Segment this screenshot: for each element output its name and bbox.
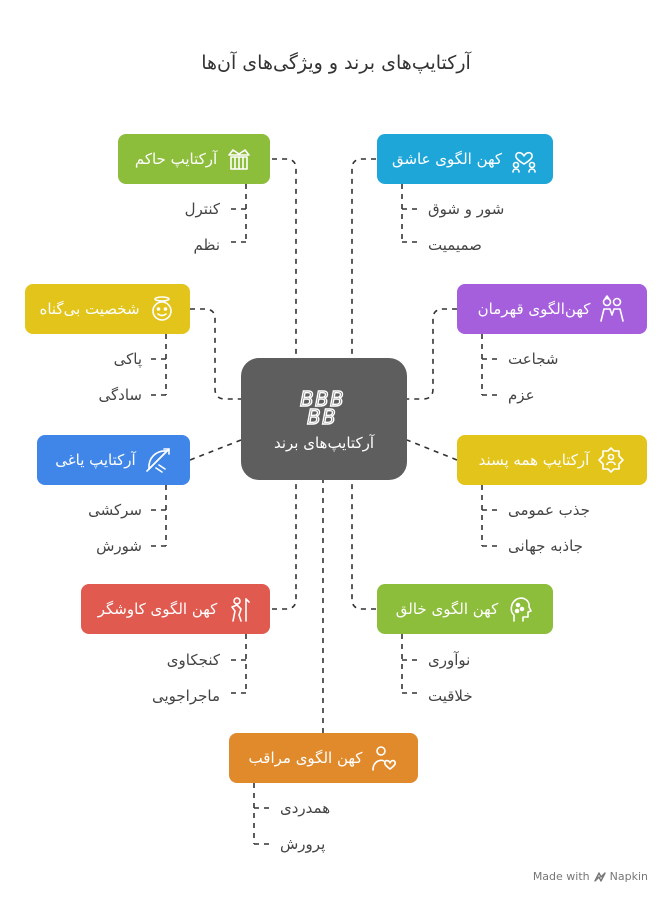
trait-rebel-1: سرکشی	[88, 501, 142, 519]
hero-couple-icon	[598, 295, 626, 323]
lovers-icon	[510, 145, 538, 173]
trait-caregiver-2: پرورش	[280, 835, 326, 853]
node-everyman: آرکتایپ همه پسند	[457, 435, 647, 485]
node-label: کهن‌الگوی قهرمان	[477, 300, 591, 318]
node-rebel: آرکتایپ یاغی	[37, 435, 190, 485]
crown-ruler-icon	[225, 145, 253, 173]
trait-ruler-1: کنترل	[184, 200, 220, 218]
creator-head-icon	[506, 595, 534, 623]
trait-hero-2: عزم	[508, 386, 535, 404]
node-hero: کهن‌الگوی قهرمان	[457, 284, 647, 334]
trait-lover-1: شور و شوق	[428, 200, 505, 218]
node-label: کهن الگوی خالق	[395, 600, 499, 618]
trait-innocent-2: سادگی	[98, 386, 142, 404]
napkin-brand-text: Napkin	[609, 870, 648, 883]
node-ruler: آرکتایپ حاکم	[118, 134, 270, 184]
connector-line	[253, 783, 270, 845]
connector-line	[272, 158, 297, 358]
explorer-icon	[225, 595, 253, 623]
connector-line	[190, 308, 241, 400]
trait-creator-2: خلاقیت	[428, 687, 473, 705]
connector-line	[406, 439, 458, 461]
connector-line	[351, 480, 376, 610]
node-label: کهن الگوی مراقب	[248, 749, 363, 767]
center-label: آرکتایپ‌های برند	[273, 434, 375, 452]
trait-caregiver-1: همدردی	[280, 799, 331, 817]
node-label: کهن الگوی کاوشگر	[97, 600, 218, 618]
connector-line	[189, 439, 242, 461]
connector-line	[151, 485, 167, 547]
node-explorer: کهن الگوی کاوشگر	[81, 584, 270, 634]
node-caregiver: کهن الگوی مراقب	[229, 733, 418, 783]
connector-line	[231, 184, 247, 243]
center-node: B B B B B آرکتایپ‌های برند	[241, 358, 407, 480]
trait-hero-1: شجاعت	[508, 350, 559, 368]
trait-innocent-1: پاکی	[113, 350, 142, 368]
trait-everyman-2: جاذبه جهانی	[508, 537, 583, 555]
svg-text:B: B	[330, 387, 344, 411]
made-with-text: Made with	[532, 870, 590, 883]
connector-line	[401, 184, 418, 243]
node-label: آرکتایپ حاکم	[134, 150, 218, 168]
svg-text:B: B	[307, 405, 321, 428]
svg-text:B: B	[315, 387, 329, 411]
connector-line	[272, 480, 297, 610]
node-innocent: شخصیت بی‌گناه	[25, 284, 190, 334]
rebel-bow-icon	[144, 446, 172, 474]
connector-line	[481, 334, 498, 396]
trait-rebel-2: شورش	[96, 537, 142, 555]
node-creator: کهن الگوی خالق	[377, 584, 553, 634]
angel-face-icon	[148, 295, 176, 323]
connector-line	[401, 634, 418, 694]
trait-lover-2: صمیمیت	[428, 236, 482, 254]
svg-text:B: B	[322, 405, 336, 428]
connector-line	[481, 485, 498, 547]
napkin-logo-icon	[593, 871, 606, 883]
trait-creator-1: نوآوری	[428, 651, 471, 669]
brand-bbb-icon: B B B B B	[298, 386, 350, 428]
napkin-watermark: Made with Napkin	[533, 870, 648, 883]
node-label: آرکتایپ همه پسند	[478, 451, 590, 469]
trait-ruler-2: نظم	[193, 236, 220, 254]
node-lover: کهن الگوی عاشق	[377, 134, 553, 184]
trait-everyman-1: جذب عمومی	[508, 501, 590, 519]
node-label: آرکتایپ یاغی	[55, 451, 136, 469]
connector-line	[231, 634, 247, 694]
trait-explorer-1: کنجکاوی	[166, 651, 220, 669]
trait-explorer-2: ماجراجویی	[151, 687, 220, 705]
caregiver-icon	[370, 744, 398, 772]
svg-text:B: B	[300, 387, 314, 411]
page-title: آرکتایپ‌های برند و ویژگی‌های آن‌ها	[201, 52, 471, 74]
connector-line	[151, 334, 167, 396]
badge-person-icon	[597, 446, 625, 474]
connector-line	[407, 308, 457, 400]
connector-line	[351, 158, 376, 358]
node-label: کهن الگوی عاشق	[391, 150, 503, 168]
node-label: شخصیت بی‌گناه	[39, 300, 140, 318]
